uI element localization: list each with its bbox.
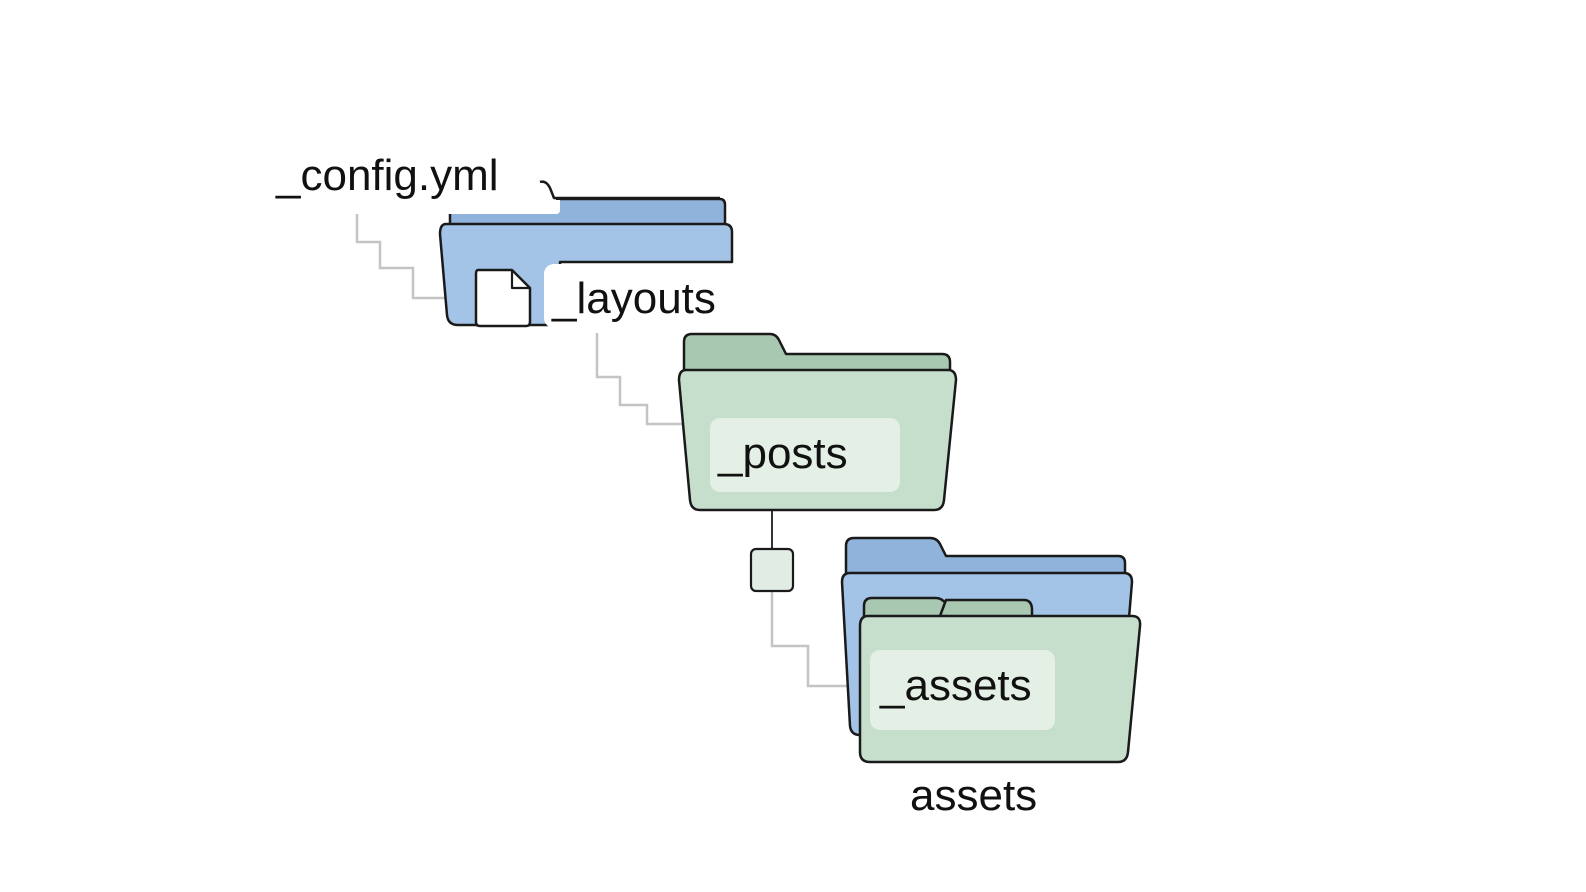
assets-caption-label: assets <box>910 771 1037 820</box>
assets-inner-label: _assets <box>879 661 1032 710</box>
assets-blue-folder-back <box>844 536 1127 578</box>
connector-config-to-file <box>355 212 476 300</box>
posts-folder-icon[interactable] <box>677 332 958 512</box>
assets-label-pill <box>870 650 1055 730</box>
connectors <box>355 212 850 688</box>
config-label-tab <box>268 150 720 214</box>
config-file-document-icon[interactable] <box>474 268 532 328</box>
posts-label-pill <box>710 418 900 492</box>
layouts-label: _layouts <box>551 274 716 323</box>
assets-folder-icon[interactable] <box>840 536 1142 764</box>
posts-folder-back <box>682 332 952 374</box>
connector-node-to-assets <box>770 592 850 688</box>
square-node-icon <box>749 547 795 593</box>
posts-label: _posts <box>717 429 848 478</box>
connector-layouts-to-posts <box>595 333 686 426</box>
assets-green-folder-tab-shade <box>938 598 1034 620</box>
layouts-label-cutout <box>544 264 744 328</box>
config-label: _config.yml <box>275 151 499 200</box>
